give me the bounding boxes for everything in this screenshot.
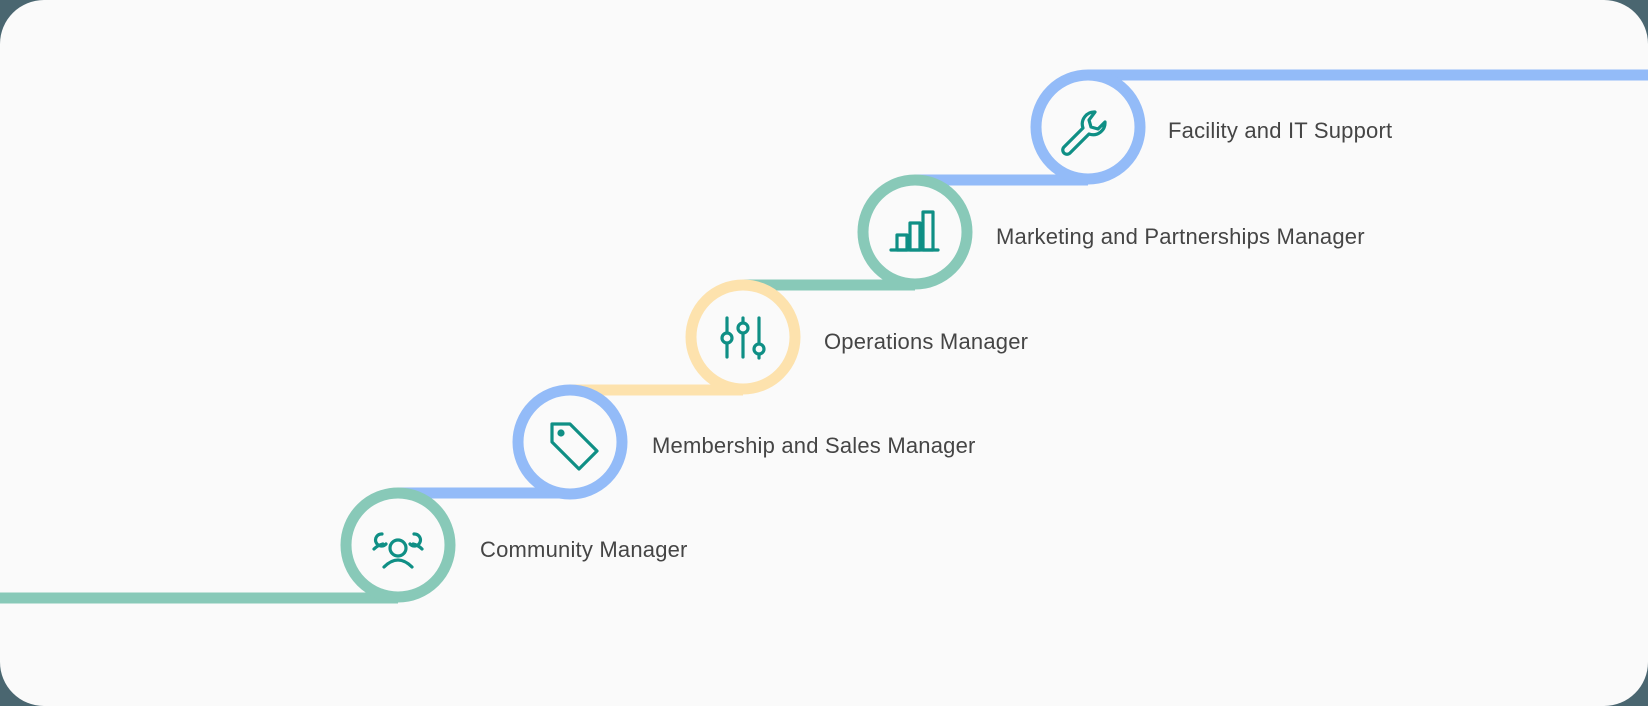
step-label-4: Marketing and Partnerships Manager [996,224,1365,249]
step-label-1: Community Manager [480,537,688,562]
wrench-icon [1061,110,1107,156]
step-circle-1 [340,487,456,603]
bar-chart-icon [889,210,940,252]
step-label-3: Operations Manager [824,329,1029,354]
sliders-icon [720,316,766,360]
step-label-2: Membership and Sales Manager [652,433,976,458]
users-icon [372,532,424,569]
step-circle-4 [857,174,973,290]
step-circle-2 [512,384,628,500]
step-circle-5 [1030,69,1146,185]
step-label-5: Facility and IT Support [1168,118,1393,143]
tag-icon [550,422,599,471]
